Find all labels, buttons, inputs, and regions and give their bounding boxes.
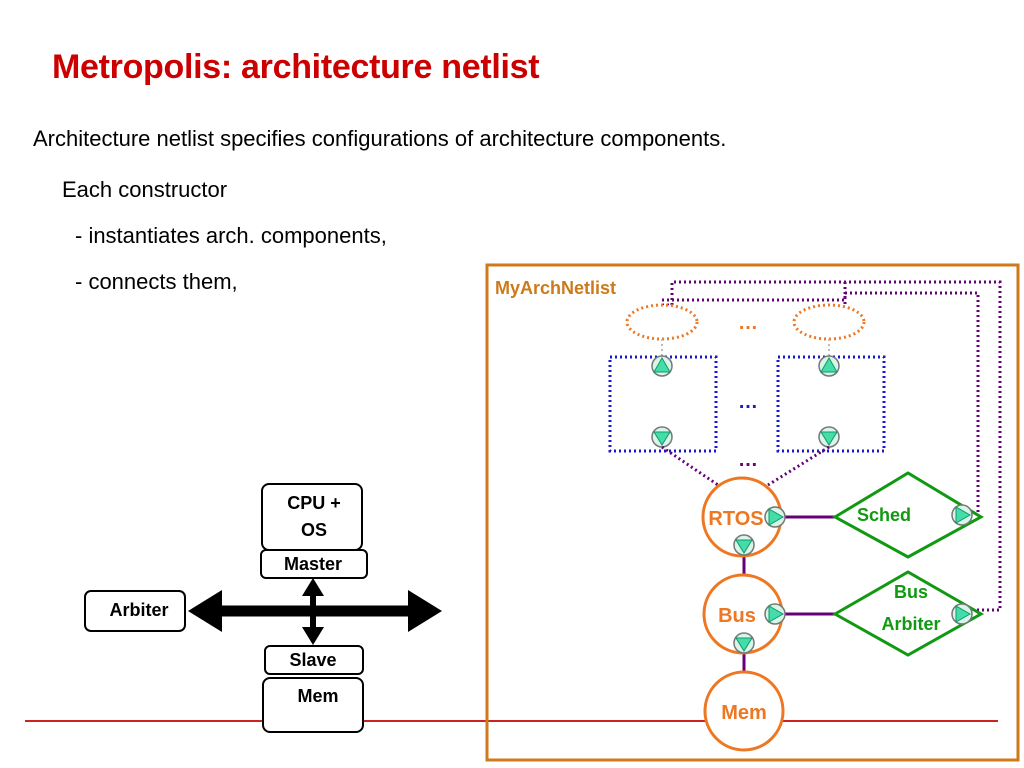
process-ellipse-left bbox=[625, 303, 699, 341]
body-line-4: - connects them, bbox=[75, 269, 238, 294]
master-box bbox=[260, 549, 368, 579]
netlist-frame bbox=[485, 263, 1020, 762]
port-arrow-right-icon bbox=[955, 506, 972, 524]
arbiter-box bbox=[84, 590, 186, 632]
page-title: Metropolis: architecture netlist bbox=[52, 48, 540, 86]
cpu-label: CPU + bbox=[287, 493, 341, 513]
bus-arbiter-node bbox=[831, 570, 985, 657]
netlist-name-label: MyArchNetlist bbox=[495, 278, 616, 298]
slave-label: Slave bbox=[289, 650, 336, 670]
mem-node bbox=[703, 670, 785, 752]
body-line-2: Each constructor bbox=[62, 177, 228, 202]
os-label: OS bbox=[301, 520, 327, 540]
port-arrow-down-icon bbox=[735, 637, 753, 652]
rtos-label: RTOS bbox=[708, 508, 763, 530]
sched-node bbox=[831, 471, 985, 559]
bus-arbiter-label-2: Arbiter bbox=[881, 614, 940, 634]
left-architecture-diagram: CPU + OS Master Arbiter Slave Mem bbox=[84, 483, 442, 733]
process-ellipse-right bbox=[792, 303, 866, 341]
mem-label: Mem bbox=[297, 686, 338, 706]
body-line-1: Architecture netlist specifies configura… bbox=[33, 126, 727, 151]
task-rtos-link-left bbox=[661, 445, 719, 487]
netlist-diagram: MyArchNetlist … … … bbox=[485, 263, 1020, 762]
task-rtos-link-right bbox=[767, 445, 830, 487]
port-arrow-right-icon bbox=[955, 605, 972, 623]
bus-arrow-left bbox=[188, 590, 222, 632]
sched-link-left bbox=[662, 280, 1002, 612]
sched-label: Sched bbox=[857, 505, 911, 525]
port-arrow-down-icon bbox=[820, 431, 838, 446]
bus-label: Bus bbox=[718, 605, 756, 627]
port-arrow-up-icon bbox=[653, 356, 671, 373]
bus-arbiter-label-1: Bus bbox=[894, 582, 928, 602]
master-label: Master bbox=[284, 554, 342, 574]
sched-link-right bbox=[662, 291, 980, 519]
connector-arrow-down bbox=[302, 627, 324, 645]
connector-arrow-up bbox=[302, 578, 324, 596]
bus-arrow-right bbox=[408, 590, 442, 632]
ellipsis-bottom: … bbox=[738, 449, 758, 471]
mem-node-label: Mem bbox=[721, 702, 767, 724]
port-arrow-down-icon bbox=[653, 431, 671, 446]
port-arrow-right-icon bbox=[768, 605, 785, 623]
body-line-3: - instantiates arch. components, bbox=[75, 223, 387, 248]
port-arrow-up-icon bbox=[820, 356, 838, 373]
port-arrow-down-icon bbox=[735, 539, 753, 554]
port-arrow-right-icon bbox=[768, 508, 785, 526]
ellipsis-middle: … bbox=[738, 391, 758, 413]
mem-box bbox=[262, 677, 364, 733]
slave-box bbox=[264, 645, 364, 675]
ellipsis-top: … bbox=[738, 312, 758, 334]
arbiter-label: Arbiter bbox=[109, 600, 168, 620]
